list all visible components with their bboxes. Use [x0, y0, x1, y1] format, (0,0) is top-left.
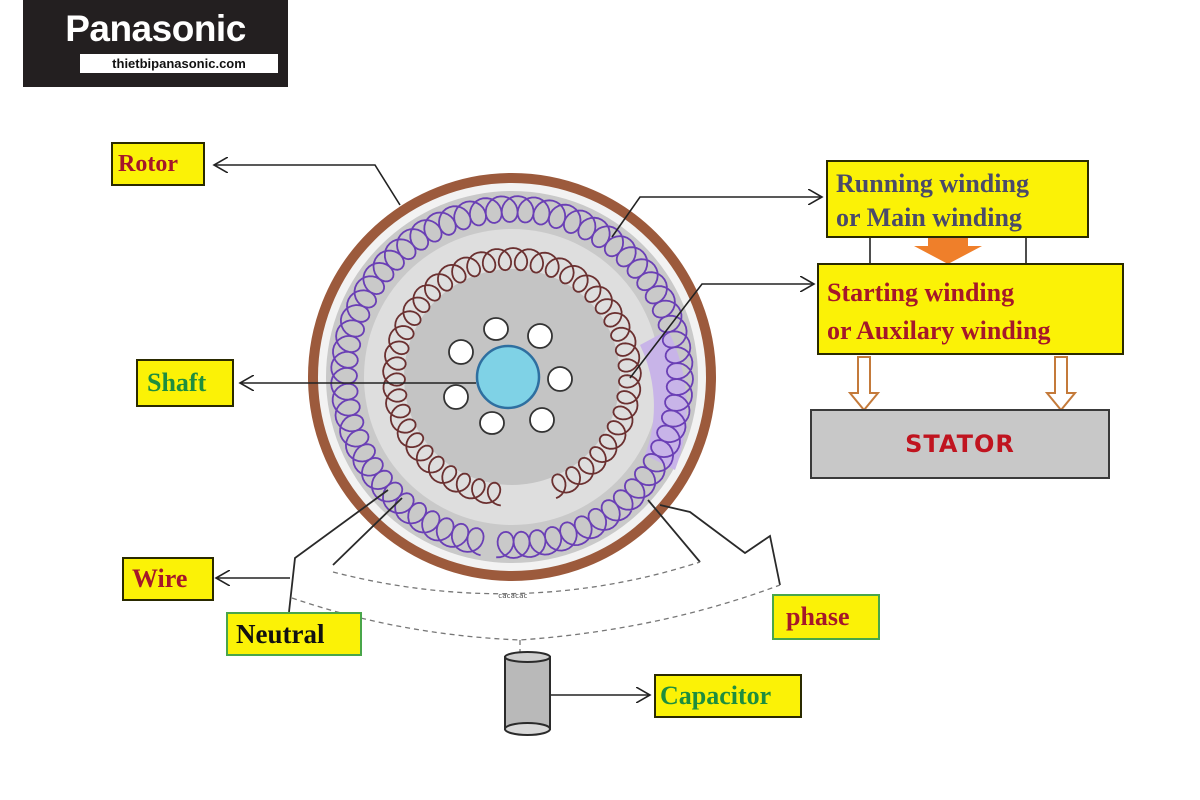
panasonic-logo: Panasonic thietbipanasonic.com [23, 0, 288, 87]
main-winding-coil [330, 195, 694, 559]
capacitor-label: Capacitor [654, 674, 802, 718]
starting-winding-line1: Starting winding [827, 278, 1015, 307]
rotor-holes [443, 317, 573, 435]
connection-wires [288, 489, 781, 613]
auxiliary-winding-coil [382, 247, 642, 507]
capacitor-tiny-label: cacacac [498, 592, 528, 600]
rotor-label: Rotor [111, 142, 205, 186]
leader-lines [214, 165, 1027, 695]
wire-label: Wire [122, 557, 214, 601]
logo-brand: Panasonic [65, 8, 246, 49]
starting-winding-line2: or Auxilary winding [827, 316, 1051, 345]
running-winding-label: Running winding or Main winding [826, 160, 1089, 238]
starting-winding-label: Starting winding or Auxilary winding [817, 263, 1124, 355]
shaft-disc [475, 344, 541, 410]
main-coil-path [330, 195, 694, 559]
neutral-label: Neutral [226, 612, 362, 656]
winding-band [640, 330, 687, 470]
aux-coil-path [382, 247, 642, 507]
stator-arrows [847, 356, 1078, 412]
running-winding-line1: Running winding [836, 169, 1029, 198]
capacitor-icon [504, 651, 551, 736]
running-winding-line2: or Main winding [836, 203, 1022, 232]
orange-down-arrow [914, 238, 982, 264]
shaft-label: Shaft [136, 359, 234, 407]
stator-box: STATOR [810, 409, 1110, 479]
phase-label: phase [772, 594, 880, 640]
logo-url: thietbipanasonic.com [80, 54, 278, 73]
